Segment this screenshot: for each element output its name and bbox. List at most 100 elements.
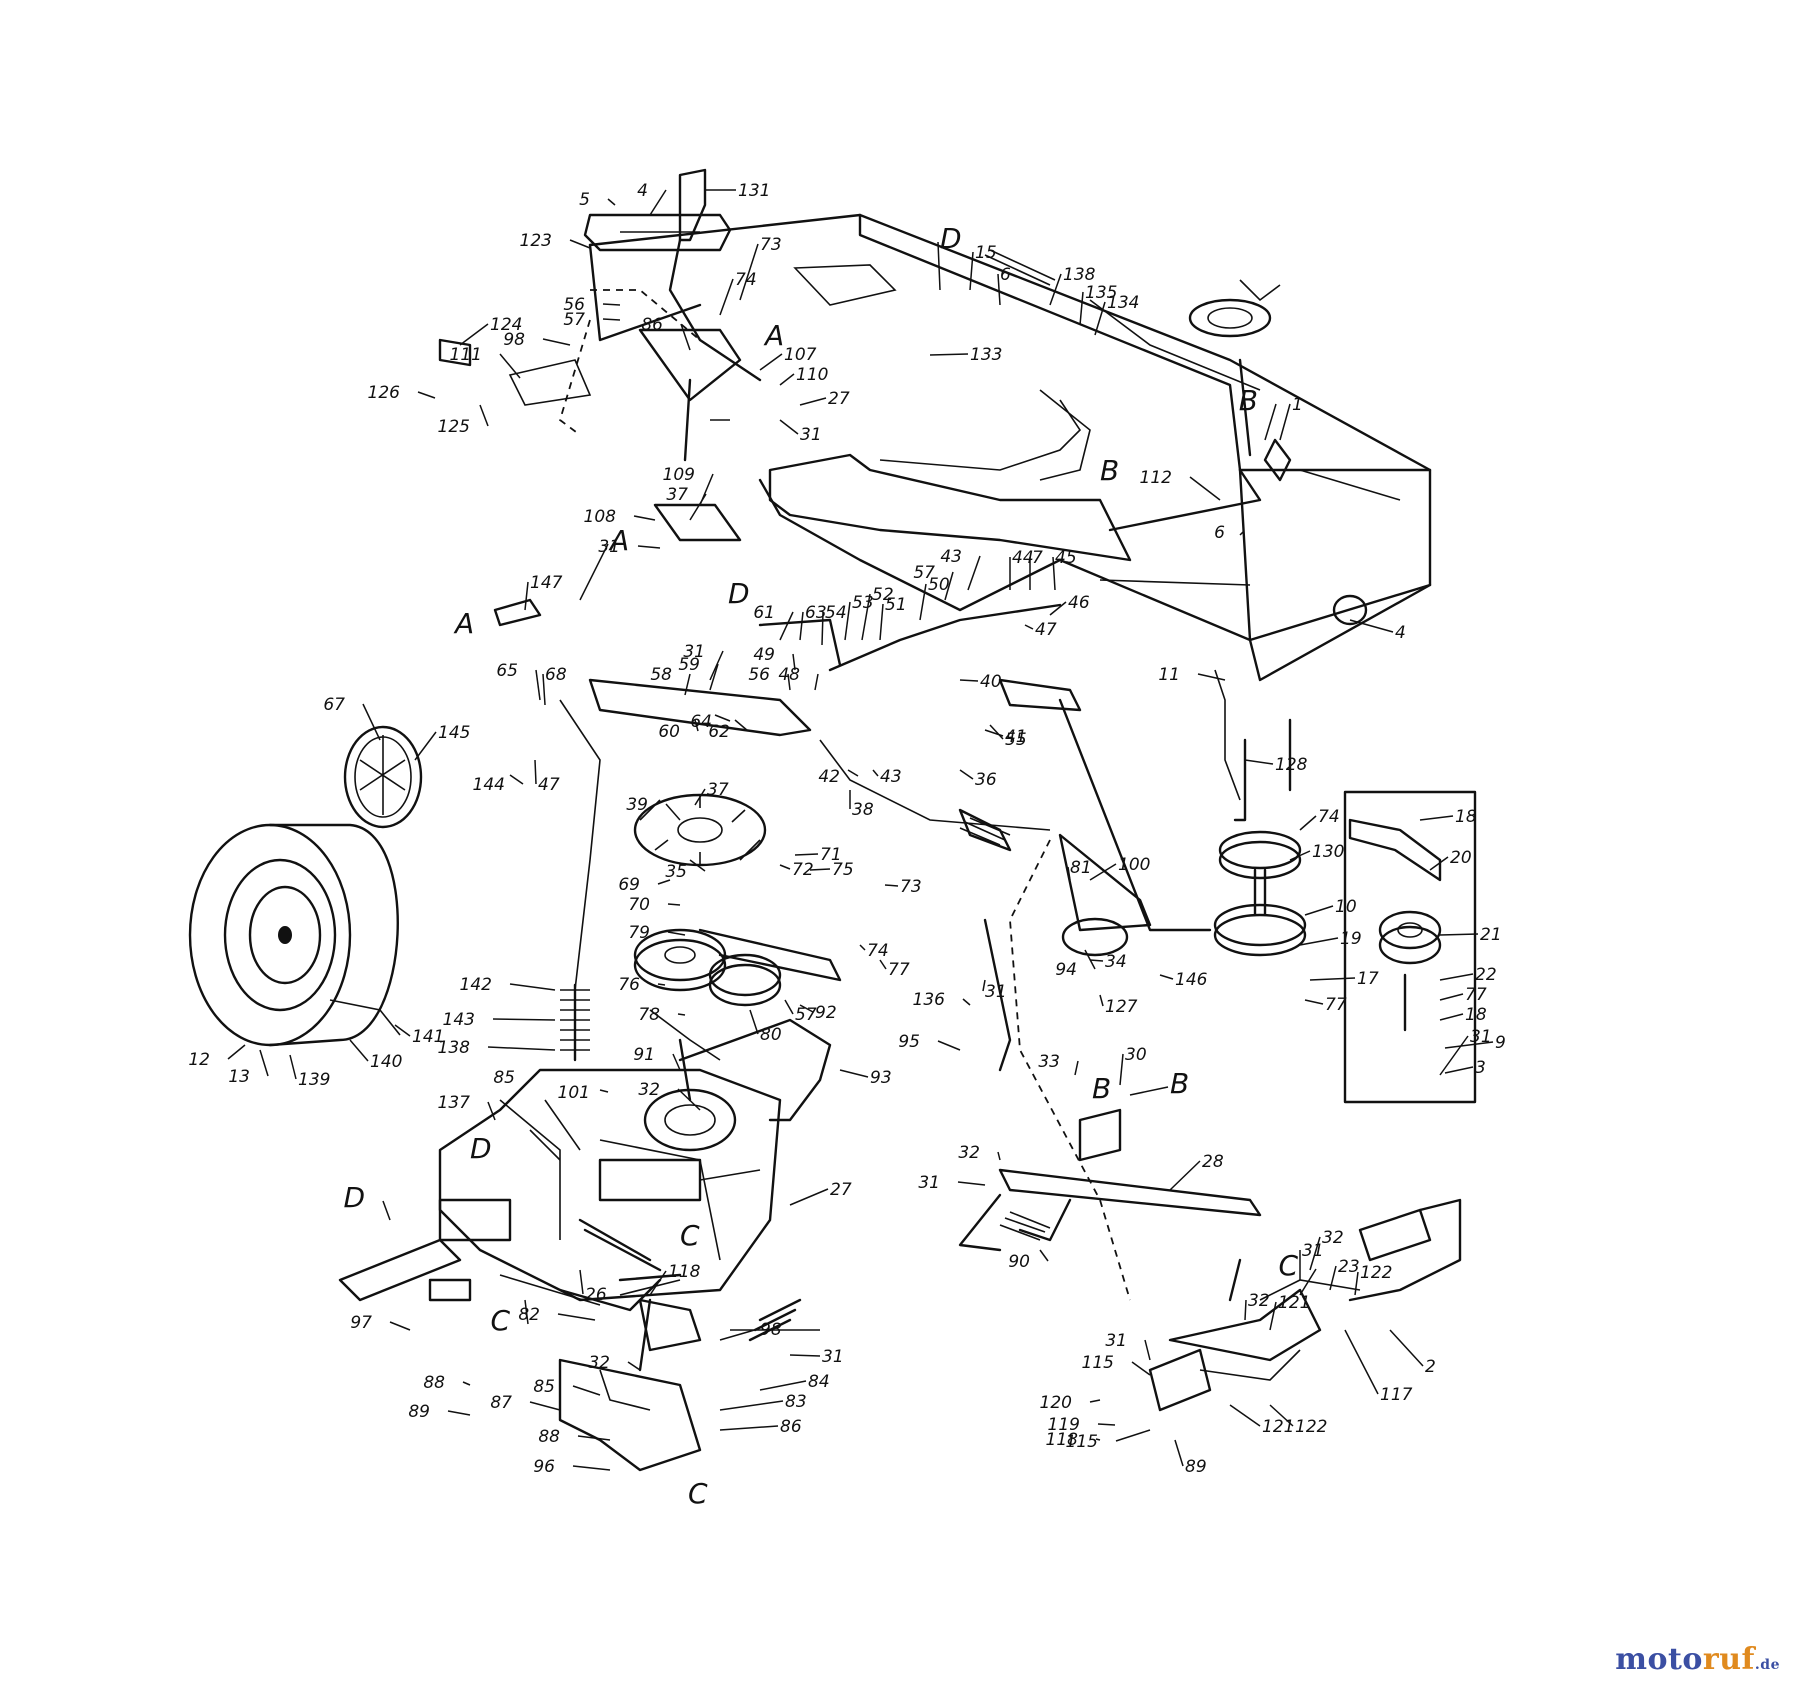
callout-number: 77 [1465, 985, 1487, 1005]
callout-leader-line [799, 611, 804, 641]
callout-number: 146 [1175, 970, 1208, 990]
callout-leader-line [969, 251, 974, 291]
callout-leader-line [709, 663, 719, 691]
callout-leader-line [1159, 974, 1174, 980]
reference-letters: A B D A D B C C [453, 319, 1119, 1510]
callout-number: 27 [830, 1180, 852, 1200]
callout-number: 121 [1278, 1293, 1310, 1313]
callout-number: 109 [663, 465, 695, 485]
callout-number: 77 [1325, 995, 1347, 1015]
callout-leader-line [667, 903, 681, 906]
callout-number: 49 [753, 645, 775, 665]
callout-leader-line [579, 543, 609, 601]
callout-number: 78 [638, 1005, 660, 1025]
callout-leader-line [677, 1013, 686, 1016]
callout-number: 84 [808, 1372, 830, 1392]
callout-leader-line [1269, 1301, 1277, 1331]
callout-number: 31 [1470, 1027, 1492, 1047]
callout-leader-line [1444, 1066, 1474, 1074]
callout-leader-line [779, 373, 795, 386]
callout-number: 6 [1000, 265, 1011, 285]
callout-number: 79 [628, 923, 650, 943]
callout-leader-line [579, 1269, 584, 1295]
callout-leader-line [1304, 999, 1324, 1005]
callout-number: 80 [760, 1025, 782, 1045]
callout-number: 73 [900, 877, 922, 897]
callout-leader-line [509, 774, 524, 785]
callout-number: 28 [1202, 1152, 1224, 1172]
callout-number: 56 [563, 295, 585, 315]
callout-labels: 54131123737456571249886126111125A1071102… [188, 181, 1505, 1477]
callout-number: 124 [490, 315, 522, 335]
callout-leader-line [607, 198, 616, 206]
callout-number: 35 [665, 862, 687, 882]
callout-number: 96 [533, 1457, 555, 1477]
callout-number: 118 [668, 1262, 701, 1282]
callout-leader-line [677, 1088, 701, 1111]
callout-leader-line [389, 1321, 411, 1331]
callout-number: 144 [473, 775, 505, 795]
callout-number: D [940, 222, 962, 255]
callout-number: 122 [1295, 1417, 1327, 1437]
callout-leader-line [1419, 815, 1454, 821]
callout-leader-line [1099, 994, 1104, 1007]
callout-leader-line [989, 724, 1004, 740]
callout-leader-line [1119, 1053, 1124, 1086]
callout-leader-line [884, 884, 899, 887]
callout-leader-line [649, 1270, 667, 1296]
callout-number: 97 [350, 1313, 372, 1333]
callout-number: 142 [460, 975, 492, 995]
callout-number: 89 [408, 1402, 430, 1422]
callout-leader-line [487, 1101, 496, 1121]
callout-number: 32 [1322, 1228, 1344, 1248]
callout-number: 31 [985, 982, 1007, 1002]
callout-number: 93 [870, 1068, 892, 1088]
callout-number: 119 [1048, 1415, 1080, 1435]
callout-number: 30 [1125, 1045, 1147, 1065]
callout-leader-line [789, 1188, 829, 1206]
callout-number: 33 [1038, 1052, 1060, 1072]
callout-leader-line [719, 1425, 779, 1431]
callout-number: 45 [1055, 548, 1077, 568]
callout-leader-line [779, 864, 791, 870]
callout-number: 37 [707, 780, 729, 800]
callout-leader-line [492, 1018, 556, 1021]
callout-number: 100 [1118, 855, 1150, 875]
callout-leader-line [699, 473, 714, 506]
svg-text:B: B [1092, 1072, 1111, 1105]
callout-leader-line [227, 1044, 246, 1060]
callout-leader-line [1084, 949, 1096, 970]
callout-number: 47 [538, 775, 560, 795]
callout-number: 121 [1262, 1417, 1294, 1437]
callout-leader-line [487, 1046, 556, 1051]
svg-text:D: D [728, 577, 750, 610]
callout-number: 32 [1248, 1291, 1270, 1311]
callout-number: 1 [1292, 395, 1303, 415]
callout-leader-line [1389, 1329, 1424, 1367]
callout-leader-line [959, 679, 979, 682]
callout-leader-line [919, 583, 927, 621]
callout-leader-line [1344, 1329, 1379, 1395]
callout-number: 58 [650, 665, 672, 685]
callout-number: 2 [1425, 1357, 1436, 1377]
callout-leader-line [1244, 1299, 1247, 1321]
callout-leader-line [1052, 556, 1056, 591]
callout-number: 111 [450, 345, 482, 365]
callout-leader-line [719, 278, 734, 316]
callout-number: 83 [785, 1392, 807, 1412]
callout-number: 139 [298, 1070, 330, 1090]
callout-number: 86 [641, 315, 663, 335]
callout-number: B [1170, 1067, 1189, 1100]
callout-leader-line [627, 1361, 641, 1371]
callout-leader-line [1144, 1339, 1151, 1361]
inset-box [1343, 790, 1477, 1104]
callout-leader-line [689, 859, 706, 872]
callout-leader-line [1329, 1265, 1337, 1291]
callout-leader-line [667, 931, 686, 936]
callout-leader-line [602, 303, 621, 306]
callout-leader-line [1129, 1086, 1169, 1096]
callout-leader-line [1089, 959, 1104, 962]
callout-number: 48 [778, 665, 800, 685]
callout-leader-line [459, 323, 489, 346]
callout-leader-line [382, 1200, 391, 1221]
